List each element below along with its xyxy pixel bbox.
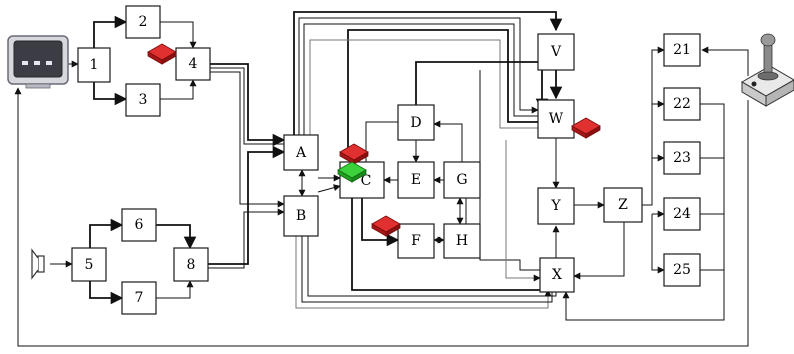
red-marker-icon (340, 144, 368, 164)
svg-text:4: 4 (189, 56, 198, 72)
edge-7-8 (156, 281, 190, 298)
edge-joystick-21 (702, 50, 748, 76)
edge-B-C (318, 186, 340, 192)
edge-C-D (366, 122, 398, 165)
svg-text:21: 21 (673, 42, 691, 58)
node-23: 23 (664, 142, 700, 174)
edge-5-6 (90, 225, 122, 248)
edge-Z-X (574, 222, 624, 276)
node-25: 25 (664, 254, 700, 286)
node-21: 21 (664, 34, 700, 66)
node-5: 5 (72, 248, 106, 281)
monitor-icon (8, 36, 68, 88)
svg-text:X: X (552, 267, 562, 283)
edge-G-X (480, 70, 540, 270)
edge-Z-25 (652, 214, 664, 270)
edge-D-W (416, 62, 542, 110)
node-Z: Z (604, 188, 642, 222)
svg-text:Y: Y (550, 198, 561, 214)
svg-text:F: F (411, 233, 421, 249)
edge-G-D (434, 124, 462, 162)
svg-text:7: 7 (135, 290, 144, 306)
node-22: 22 (664, 88, 700, 120)
node-6: 6 (122, 209, 156, 241)
edge-6-8 (156, 225, 190, 248)
node-G: G (444, 162, 480, 198)
node-V: V (538, 34, 574, 70)
edge-2-4 (160, 22, 193, 48)
edge-3-4 (160, 80, 193, 99)
edge-Z-21 (642, 50, 664, 205)
node-A: A (284, 135, 318, 170)
svg-text:25: 25 (673, 262, 691, 278)
svg-text:Z: Z (618, 197, 628, 213)
svg-text:6: 6 (135, 217, 144, 233)
node-Y: Y (538, 188, 574, 224)
node-H: H (444, 224, 480, 258)
node-X: X (540, 258, 574, 292)
node-4: 4 (176, 48, 210, 80)
svg-text:H: H (456, 233, 468, 249)
edge-1-2 (94, 22, 126, 48)
svg-text:5: 5 (85, 257, 94, 273)
red-marker-icon (148, 44, 176, 64)
edge-5-7 (90, 281, 122, 298)
edge-8-A (208, 152, 284, 264)
node-E: E (398, 162, 434, 198)
edge-W-X (506, 140, 540, 278)
svg-text:B: B (296, 208, 306, 224)
edge-1-3 (94, 82, 126, 99)
node-B: B (284, 196, 318, 236)
speaker-icon (32, 250, 44, 278)
svg-text:D: D (410, 115, 421, 131)
node-8: 8 (174, 248, 208, 281)
red-marker-icon (372, 216, 400, 236)
edge-4-A-2 (210, 68, 284, 144)
node-24: 24 (664, 198, 700, 230)
svg-text:8: 8 (187, 257, 196, 273)
svg-text:E: E (411, 172, 421, 188)
node-2: 2 (126, 6, 160, 38)
svg-text:1: 1 (90, 57, 99, 73)
svg-text:G: G (456, 172, 467, 188)
node-W: W (538, 100, 574, 138)
node-F: F (398, 224, 434, 258)
svg-text:V: V (550, 44, 562, 60)
node-7: 7 (122, 282, 156, 314)
node-3: 3 (126, 84, 160, 116)
svg-text:3: 3 (139, 92, 148, 108)
svg-text:23: 23 (673, 150, 691, 166)
svg-text:W: W (549, 111, 564, 127)
svg-text:22: 22 (673, 96, 691, 112)
edge-4-B (210, 72, 284, 204)
edge-4-A (210, 64, 284, 140)
edge-8-B (208, 212, 284, 268)
svg-text:2: 2 (139, 14, 148, 30)
joystick-icon (742, 34, 794, 106)
svg-text:A: A (295, 145, 307, 161)
node-D: D (398, 105, 434, 140)
edge-C-W (348, 30, 538, 150)
svg-text:24: 24 (673, 206, 691, 222)
red-marker-icon (572, 118, 600, 138)
node-1: 1 (78, 48, 110, 82)
